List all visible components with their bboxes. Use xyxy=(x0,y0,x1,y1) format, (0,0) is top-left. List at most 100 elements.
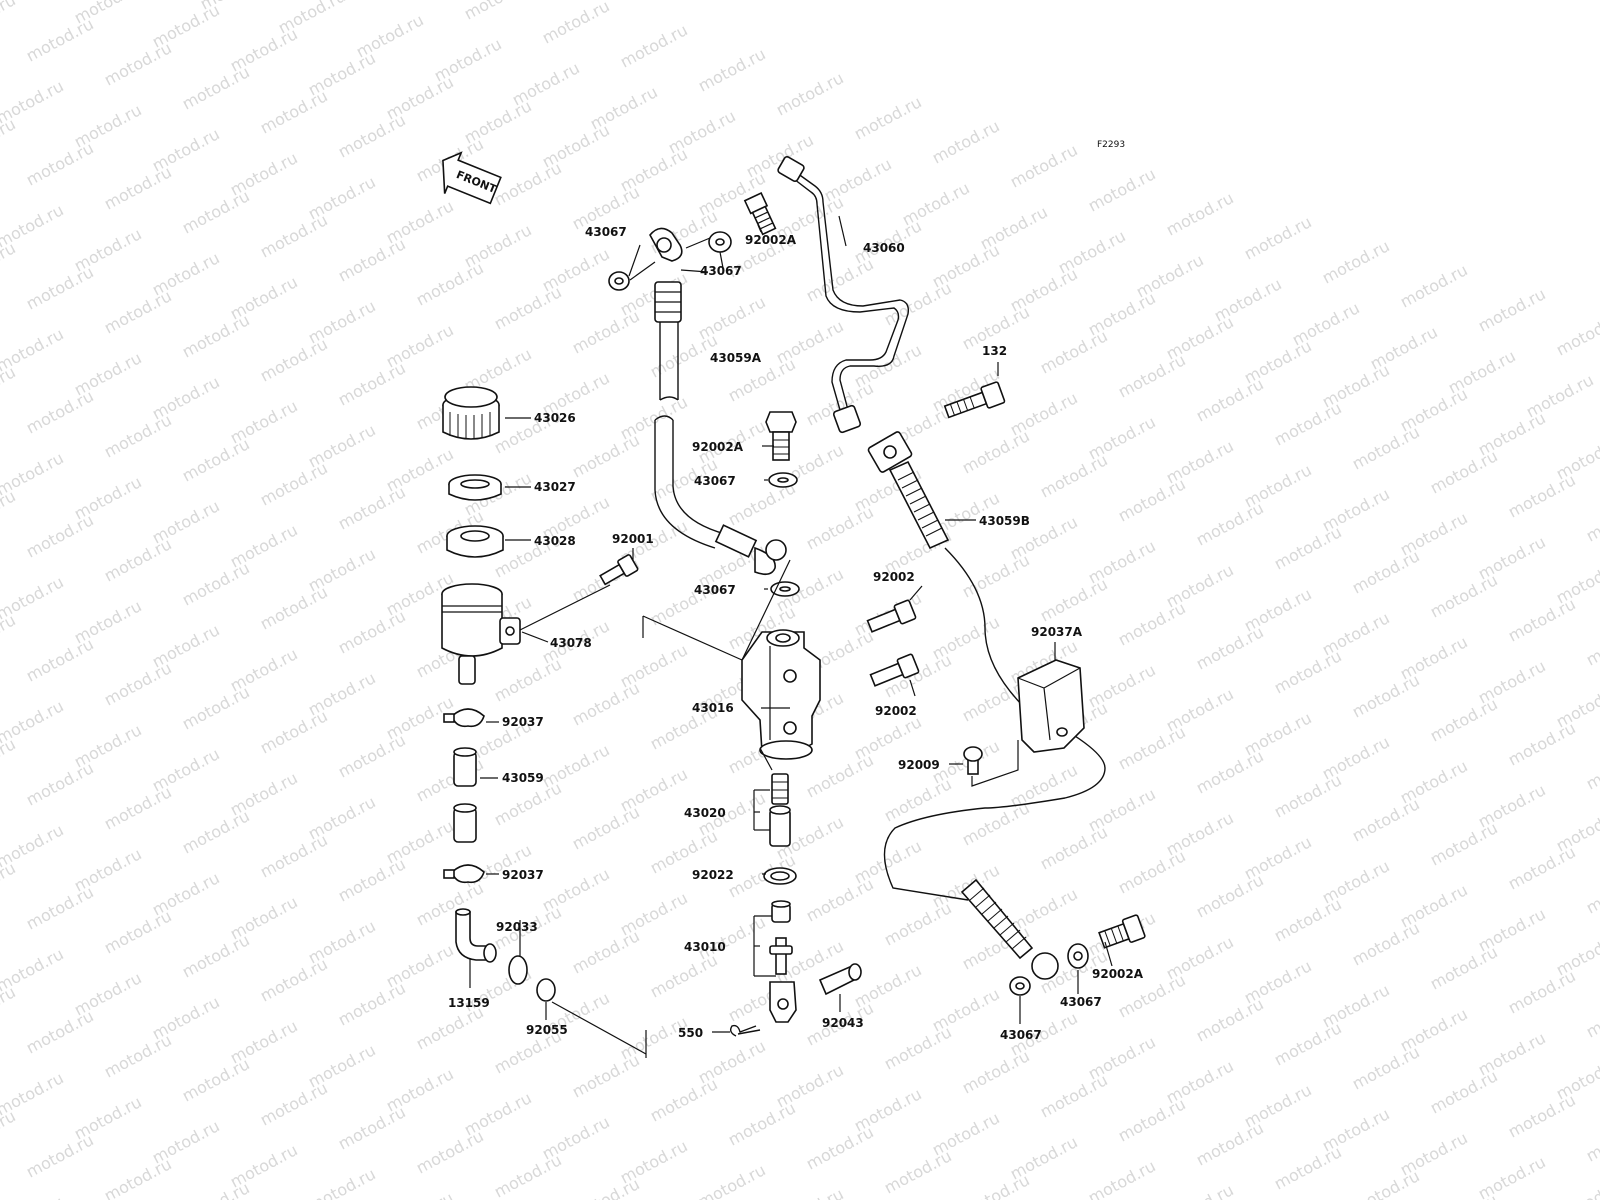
watermark-text: motod.ru xyxy=(101,1154,175,1200)
watermark-text: motod.ru xyxy=(1427,570,1501,621)
watermark-text: motod.ru xyxy=(257,582,331,633)
watermark-text: motod.ru xyxy=(305,1164,379,1200)
watermark-text: motod.ru xyxy=(695,1160,769,1200)
watermark-text: motod.ru xyxy=(1115,350,1189,401)
callout-92033: 92033 xyxy=(496,920,538,934)
watermark-text: motod.ru xyxy=(1319,236,1393,287)
watermark-text: motod.ru xyxy=(491,158,565,209)
watermark-text: motod.ru xyxy=(1115,598,1189,649)
watermark-text: motod.ru xyxy=(1193,498,1267,549)
watermark-text: motod.ru xyxy=(1163,1180,1237,1200)
washer-43067-d xyxy=(770,581,800,597)
callout-92043: 92043 xyxy=(822,1016,864,1030)
washer-43067-a xyxy=(608,271,630,291)
watermark-text: motod.ru xyxy=(1505,1090,1579,1141)
watermark-text: motod.ru xyxy=(1427,942,1501,993)
master-cylinder-43016 xyxy=(741,629,821,760)
hose-43059a xyxy=(649,227,787,576)
washer-43067-c xyxy=(768,472,798,488)
watermark-text: motod.ru xyxy=(1427,446,1501,497)
watermark-text: motod.ru xyxy=(959,798,1033,849)
watermark-text: motod.ru xyxy=(0,858,19,909)
watermark-text: motod.ru xyxy=(773,1184,847,1200)
watermark-text: motod.ru xyxy=(1115,722,1189,773)
watermark-text: motod.ru xyxy=(335,482,409,533)
watermark-text: motod.ru xyxy=(335,854,409,905)
watermark-text: motod.ru xyxy=(1271,1018,1345,1069)
watermark-text: motod.ru xyxy=(335,1102,409,1153)
screw-92009 xyxy=(963,746,983,775)
banjo-bolt-92002a-a xyxy=(743,192,777,236)
callout-43020: 43020 xyxy=(684,806,726,820)
watermark-text: motod.ru xyxy=(1271,770,1345,821)
watermark-text: motod.ru xyxy=(179,1054,253,1105)
watermark-text: motod.ru xyxy=(695,44,769,95)
watermark-text: motod.ru xyxy=(0,734,19,785)
watermark-text: motod.ru xyxy=(491,282,565,333)
watermark-text: motod.ru xyxy=(1193,746,1267,797)
watermark-text: motod.ru xyxy=(647,1074,721,1125)
watermark-text: motod.ru xyxy=(257,334,331,385)
callout-43059b: 43059B xyxy=(979,514,1030,528)
callout-43067-c: 43067 xyxy=(694,474,736,488)
watermark-text: motod.ru xyxy=(959,1046,1033,1097)
callout-43067-f: 43067 xyxy=(1000,1028,1042,1042)
watermark-text: motod.ru xyxy=(335,110,409,161)
watermark-text: motod.ru xyxy=(179,310,253,361)
watermark-text: motod.ru xyxy=(1505,470,1579,521)
watermark-text: motod.ru xyxy=(1349,794,1423,845)
watermark-text: motod.ru xyxy=(413,1126,487,1177)
watermark-text: motod.ru xyxy=(491,654,565,705)
watermark-text: motod.ru xyxy=(1349,918,1423,969)
watermark-text: motod.ru xyxy=(569,1174,643,1200)
watermark-text: motod.ru xyxy=(569,802,643,853)
watermark-text: motod.ru xyxy=(1583,494,1600,545)
watermark-text: motod.ru xyxy=(1505,842,1579,893)
watermark-text: motod.ru xyxy=(881,774,955,825)
callout-43010: 43010 xyxy=(684,940,726,954)
diaphragm-43028 xyxy=(446,525,504,558)
watermark-text: motod.ru xyxy=(101,782,175,833)
watermark-text: motod.ru xyxy=(1115,1094,1189,1145)
washer-43067-f xyxy=(1009,976,1031,996)
watermark-text: motod.ru xyxy=(1349,422,1423,473)
front-arrow-icon: FRONT xyxy=(442,151,502,205)
watermark-text: motod.ru xyxy=(383,1188,457,1200)
watermark-text: motod.ru xyxy=(1505,966,1579,1017)
callout-92002-b: 92002 xyxy=(875,704,917,718)
watermark-text: motod.ru xyxy=(179,930,253,981)
callout-43067-d: 43067 xyxy=(694,583,736,597)
watermark-text: motod.ru xyxy=(257,210,331,261)
watermark-text: motod.ru xyxy=(1037,574,1111,625)
watermark-text: motod.ru xyxy=(569,306,643,357)
watermark-text: motod.ru xyxy=(335,358,409,409)
watermark-text: motod.ru xyxy=(257,1078,331,1129)
watermark-text: motod.ru xyxy=(1427,818,1501,869)
watermark-text: motod.ru xyxy=(23,510,97,561)
callout-132: 132 xyxy=(982,344,1007,358)
watermark-text: motod.ru xyxy=(539,0,613,48)
watermark-text: motod.ru xyxy=(1583,866,1600,917)
washer-43067-b xyxy=(708,231,732,253)
watermark-text: motod.ru xyxy=(1583,742,1600,793)
callout-43028: 43028 xyxy=(534,534,576,548)
hose-43059 xyxy=(453,747,477,843)
callout-92037-b: 92037 xyxy=(502,868,544,882)
leader-lines xyxy=(469,215,1113,1058)
watermark-text: motod.ru xyxy=(803,750,877,801)
watermark-text: motod.ru xyxy=(335,730,409,781)
spring-43020 xyxy=(769,773,791,847)
watermark-text: motod.ru xyxy=(1241,212,1315,263)
watermark-text: motod.ru xyxy=(179,1178,253,1200)
callout-92037-a: 92037 xyxy=(502,715,544,729)
watermark-text: motod.ru xyxy=(1193,870,1267,921)
fitting-13159 xyxy=(455,908,497,963)
watermark-text: motod.ru xyxy=(491,1150,565,1200)
diagram-code: F2293 xyxy=(1097,140,1125,150)
watermark-text: motod.ru xyxy=(1475,284,1549,335)
callout-92002a-c: 92002A xyxy=(1092,967,1144,981)
watermark-text: motod.ru xyxy=(1037,450,1111,501)
watermark-text: motod.ru xyxy=(1007,140,1081,191)
